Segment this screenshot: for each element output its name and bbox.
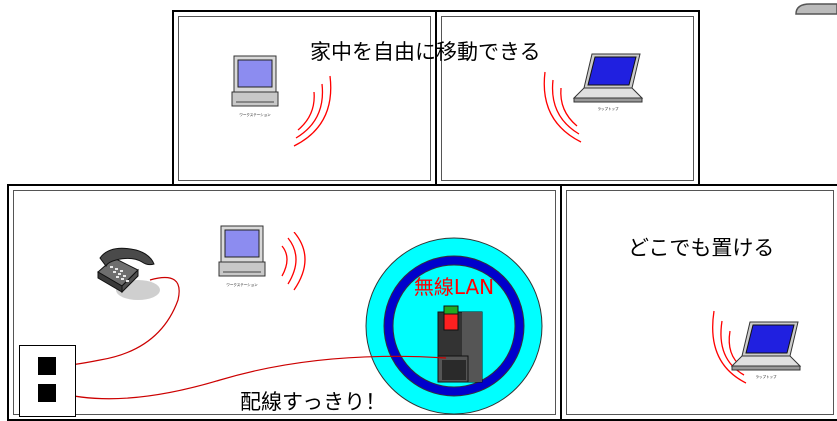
room-bottom-right	[560, 184, 837, 421]
caption-move-anywhere: 家中を自由に移動できる	[310, 40, 541, 64]
room-top-right-inner	[441, 16, 694, 181]
caption-place-anywhere: どこでも置ける	[628, 236, 775, 260]
wireless-waves-icon-1	[293, 75, 332, 147]
laptop-icon-bottom: ラップトップ	[730, 321, 802, 379]
wireless-waves-icon-2	[543, 71, 582, 143]
room-top-left-inner	[178, 16, 431, 181]
room-bottom-right-inner	[566, 190, 834, 415]
laptop-icon-top: ラップトップ	[572, 53, 644, 111]
partial-object-icon	[795, 3, 837, 15]
laptop-label: ラップトップ	[598, 106, 619, 111]
telephone-icon	[97, 247, 160, 300]
room-bottom-left-inner	[13, 190, 556, 415]
room-top-left	[172, 10, 437, 187]
wireless-lan-label: 無線LAN	[414, 275, 494, 299]
phone-jack-icon	[38, 357, 56, 375]
wireless-waves-icon-3	[281, 232, 306, 291]
workstation-icon-top: ワークステーション	[231, 55, 279, 117]
wireless-lan-access-point: 無線LAN	[365, 237, 543, 415]
laptop-label: ラップトップ	[756, 374, 777, 379]
lan-jack-icon	[38, 384, 56, 402]
workstation-label: ワークステーション	[226, 282, 258, 287]
wall-socket-box	[19, 345, 76, 417]
workstation-label: ワークステーション	[239, 112, 271, 117]
workstation-icon-bottom: ワークステーション	[218, 225, 266, 287]
caption-tidy-wiring: 配線すっきり！	[240, 390, 387, 414]
room-top-right	[435, 10, 700, 187]
